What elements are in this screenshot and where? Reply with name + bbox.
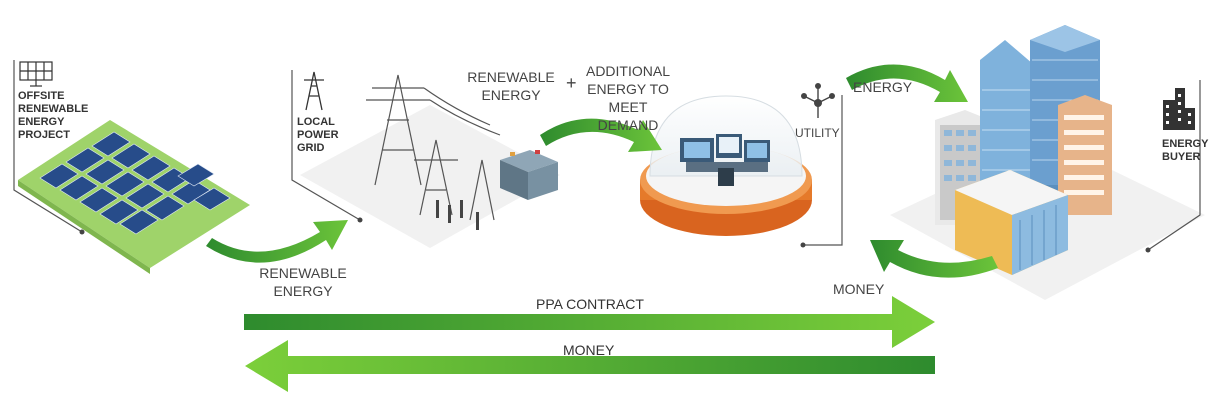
offsite-project-line-1: OFFSITE — [18, 90, 65, 102]
ppa-contract-arrow — [244, 296, 935, 348]
battery-unit — [500, 150, 558, 200]
solar-farm-illustration — [18, 120, 250, 274]
offsite-project-line-2: RENEWABLE — [18, 103, 89, 115]
plus-sign: + — [566, 73, 577, 93]
renewable-energy-top-line-2: ENERGY — [481, 87, 541, 103]
arrow-solar-to-grid — [206, 220, 348, 263]
additional-energy-label: ADDITIONAL ENERGY TO MEET DEMAND — [578, 62, 678, 134]
arrow-grid-to-utility — [540, 118, 662, 152]
utility-label: UTILITY — [795, 126, 840, 140]
local-grid-line-2: POWER — [297, 129, 339, 141]
renewable-energy-top-line-1: RENEWABLE — [467, 69, 555, 85]
ppa-contract-label: PPA CONTRACT — [536, 296, 644, 312]
tower-orange — [1058, 95, 1112, 215]
renewable-energy-bottom-label: RENEWABLE ENERGY — [258, 264, 348, 300]
energy-buyer-line-1: ENERGY — [1162, 138, 1209, 150]
renewable-energy-bottom-line-2: ENERGY — [273, 283, 333, 299]
control-desk — [680, 134, 770, 186]
local-grid-label: LOCAL POWER GRID — [297, 116, 339, 155]
power-tower-icon — [304, 71, 324, 111]
money-arrow — [245, 340, 935, 392]
additional-energy-line-2: ENERGY TO — [587, 81, 669, 97]
solar-panel-icon — [19, 61, 53, 87]
energy-buyer-buildings-illustration — [890, 25, 1205, 300]
money-label-right: MONEY — [833, 281, 885, 297]
offsite-project-line-3: ENERGY — [18, 116, 65, 128]
offsite-project-line-4: PROJECT — [18, 129, 70, 141]
arrow-money-buyer-to-utility — [870, 240, 998, 278]
building-icon — [1163, 88, 1195, 130]
tower-left — [935, 110, 990, 225]
offsite-project-label: OFFSITE RENEWABLE ENERGY PROJECT — [18, 90, 88, 142]
local-grid-line-1: LOCAL — [297, 116, 335, 128]
building-front — [955, 170, 1068, 275]
money-bar-label: MONEY — [563, 342, 615, 358]
additional-energy-line-3: MEET DEMAND — [597, 99, 659, 133]
renewable-energy-bottom-line-1: RENEWABLE — [259, 265, 347, 281]
energy-buyer-line-2: BUYER — [1162, 151, 1201, 163]
local-grid-line-3: GRID — [297, 142, 325, 154]
arrow-utility-to-buyer — [846, 64, 968, 102]
energy-label: ENERGY — [853, 79, 913, 95]
additional-energy-line-1: ADDITIONAL — [585, 63, 670, 79]
energy-buyer-label: ENERGY BUYER — [1162, 138, 1208, 164]
utility-network-icon — [801, 83, 835, 118]
power-grid-illustration — [300, 74, 560, 248]
utility-control-center-illustration — [640, 95, 812, 236]
label-brackets — [13, 60, 1201, 251]
renewable-energy-top-label: RENEWABLE ENERGY — [466, 68, 556, 104]
